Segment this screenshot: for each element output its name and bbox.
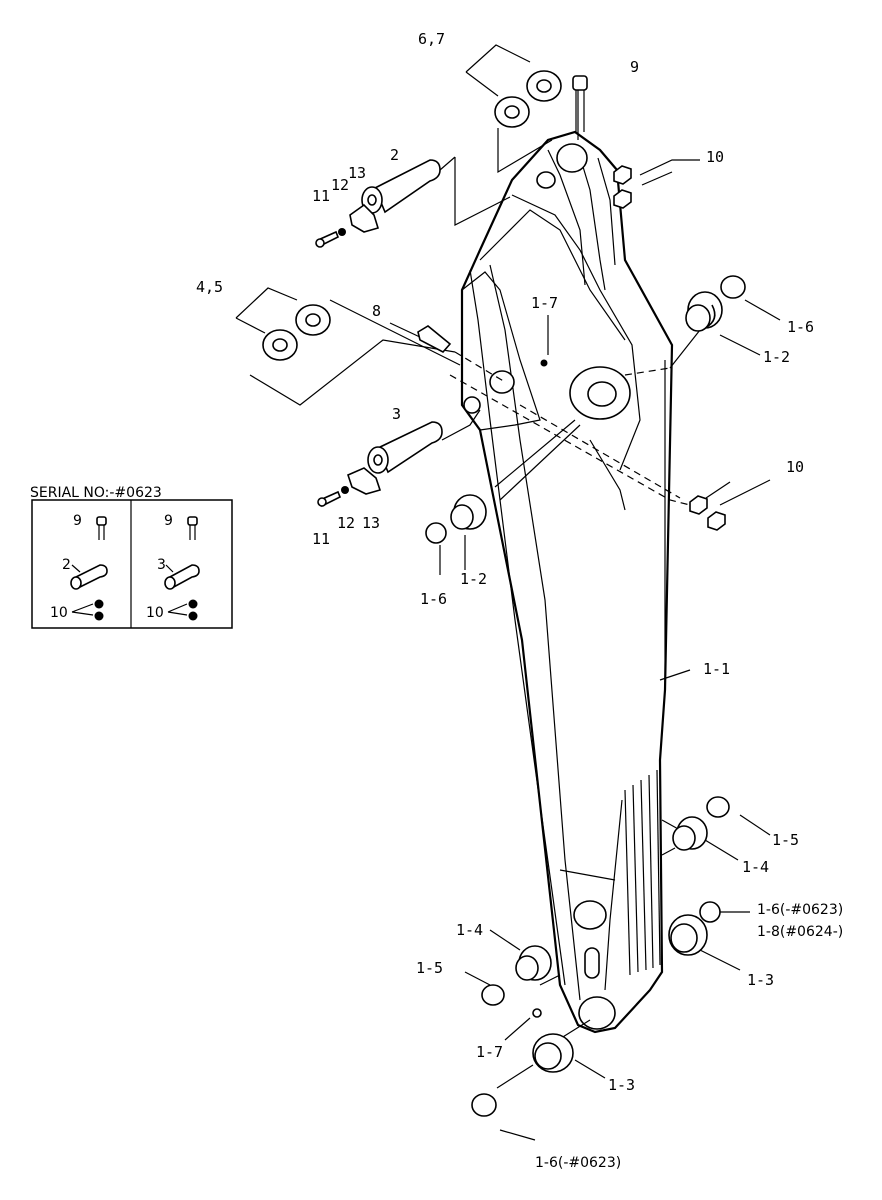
ring-1-5-right bbox=[706, 796, 730, 818]
label-1-7-bottom: 1-7 bbox=[476, 1043, 503, 1061]
label-9-top: 9 bbox=[630, 58, 639, 76]
label-1-8-serial-right: 1-8(#0624-) bbox=[757, 924, 843, 940]
inset-left-label-pin: 2 bbox=[62, 557, 71, 573]
plate-13-bottom bbox=[347, 467, 382, 495]
pin-3 bbox=[376, 421, 443, 474]
label-1-6-serial-bottom: 1-6(-#0623) bbox=[535, 1155, 621, 1171]
label-1-5-left: 1-5 bbox=[416, 959, 443, 977]
label-1-5-right: 1-5 bbox=[772, 831, 799, 849]
ring-1-6-left bbox=[425, 522, 447, 544]
inset-right-label-10: 10 bbox=[146, 605, 164, 621]
inset-pin-2 bbox=[72, 564, 108, 590]
pin-2 bbox=[373, 159, 441, 214]
nut-10-mid-a bbox=[689, 495, 708, 515]
washer-12-top bbox=[338, 228, 346, 236]
ring-1-6-1-8-right bbox=[699, 901, 721, 923]
label-1-2-left: 1-2 bbox=[460, 570, 487, 588]
nut-10-top-a bbox=[613, 165, 632, 185]
nut-10-mid-b bbox=[707, 511, 726, 531]
washer-12-bottom bbox=[341, 486, 349, 494]
boom-body bbox=[460, 130, 674, 1034]
label-1-6-left: 1-6 bbox=[420, 590, 447, 608]
label-13-bottom: 13 bbox=[362, 514, 380, 532]
label-1-3-right: 1-3 bbox=[747, 971, 774, 989]
bolt-9 bbox=[572, 75, 588, 91]
ring-1-5-left bbox=[481, 984, 505, 1006]
inset-left-label-10: 10 bbox=[50, 605, 68, 621]
label-6-7: 6,7 bbox=[418, 30, 445, 48]
inset-title: SERIAL NO:-#0623 bbox=[30, 485, 162, 501]
label-10-top: 10 bbox=[706, 148, 724, 166]
plate-13-top bbox=[349, 203, 380, 233]
loose-parts bbox=[262, 70, 746, 1117]
label-1-7-top: 1-7 bbox=[531, 294, 558, 312]
serial-inset: SERIAL NO:-#0623 9 2 10 9 3 10 bbox=[30, 485, 233, 629]
leader-lines bbox=[235, 44, 781, 1141]
label-1-6-serial-right: 1-6(-#0623) bbox=[757, 902, 843, 918]
inset-right-label-pin: 3 bbox=[157, 557, 166, 573]
label-11-bottom: 11 bbox=[312, 530, 330, 548]
callout-labels: 6,7 9 10 2 13 12 11 4,5 8 1-7 1-6 1-2 3 … bbox=[196, 30, 843, 1171]
label-3: 3 bbox=[392, 405, 401, 423]
bolt-8 bbox=[417, 325, 452, 354]
inset-left-label-9: 9 bbox=[73, 513, 82, 529]
label-1-4-right: 1-4 bbox=[742, 858, 769, 876]
label-10-mid: 10 bbox=[786, 458, 804, 476]
label-2: 2 bbox=[390, 146, 399, 164]
label-12-bottom: 12 bbox=[337, 514, 355, 532]
fitting-1-7-bottom bbox=[532, 1008, 542, 1018]
ring-1-8-1-6-bottom bbox=[471, 1093, 497, 1117]
inset-right-label-9: 9 bbox=[164, 513, 173, 529]
label-1-2-right: 1-2 bbox=[763, 348, 790, 366]
label-4-5: 4,5 bbox=[196, 278, 223, 296]
label-13-top: 13 bbox=[348, 164, 366, 182]
label-1-1: 1-1 bbox=[703, 660, 730, 678]
label-1-4-left: 1-4 bbox=[456, 921, 483, 939]
label-1-3-bottom: 1-3 bbox=[608, 1076, 635, 1094]
ring-1-6-right bbox=[720, 275, 746, 299]
label-11-top: 11 bbox=[312, 187, 330, 205]
label-1-6-right: 1-6 bbox=[787, 318, 814, 336]
label-12-top: 12 bbox=[331, 176, 349, 194]
label-8: 8 bbox=[372, 302, 381, 320]
nut-10-top-b bbox=[613, 189, 632, 209]
